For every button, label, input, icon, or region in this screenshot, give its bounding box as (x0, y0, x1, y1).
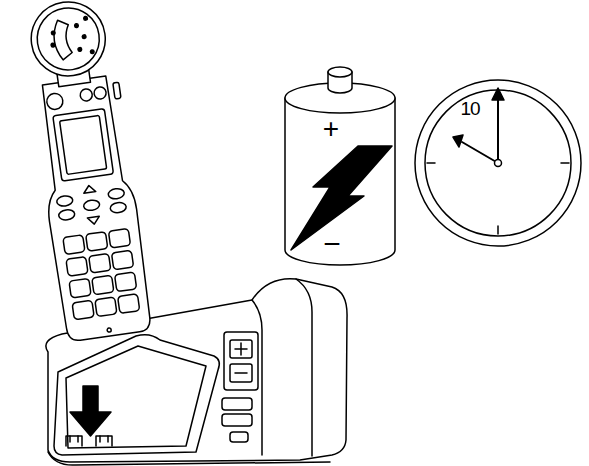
charging-base-part (296, 279, 312, 456)
handset-part (93, 86, 107, 100)
handset-part (52, 19, 73, 61)
handset-part (53, 109, 114, 182)
handset-part (33, 4, 103, 74)
earpiece-holes-part (82, 35, 86, 39)
minus-sign: − (323, 229, 341, 259)
handset-part (26, 0, 110, 81)
down-arrow (70, 386, 111, 436)
handset-part (87, 216, 100, 225)
keypad-part (115, 272, 137, 292)
keypad-part (89, 253, 111, 273)
down-arrow-part (70, 412, 111, 436)
base-buttons-part (230, 340, 252, 358)
earpiece-holes (48, 16, 94, 59)
handset-part (107, 328, 112, 333)
base-buttons-part (222, 398, 252, 410)
plus-sign: + (323, 115, 339, 143)
base-buttons-part (235, 343, 247, 355)
base-buttons (222, 332, 258, 442)
keypad-part (92, 275, 114, 295)
charging-base-part (66, 346, 206, 448)
charging-contacts-part (66, 436, 82, 446)
handset-part (46, 92, 64, 110)
base-buttons-part (222, 414, 252, 426)
keypad-part (72, 300, 94, 320)
base-buttons-part (230, 432, 248, 442)
earpiece-holes-part (51, 31, 55, 35)
handset-part (79, 88, 93, 102)
keypad-part (69, 278, 91, 298)
clock-icon-part (415, 80, 581, 246)
keypad-part (86, 232, 108, 252)
charging-contacts-part (70, 436, 108, 442)
keypad-part (111, 250, 133, 270)
clock-icon-part (462, 142, 498, 163)
earpiece-holes-part (78, 47, 82, 51)
charging-contacts-part (96, 436, 112, 446)
keypad-part (95, 297, 117, 317)
down-arrow-part (83, 386, 98, 414)
keypad-part (63, 235, 85, 255)
handset-part (108, 188, 125, 200)
handset-part (58, 209, 75, 221)
keypad-part (66, 257, 88, 277)
handset-part (31, 74, 154, 342)
handset-part (56, 195, 73, 207)
clock-icon-part (425, 90, 571, 236)
clock-icon (415, 80, 581, 246)
clock-icon-part (492, 88, 504, 100)
battery-icon-part (328, 67, 352, 77)
clock-icon-part (495, 160, 502, 167)
handset-part (113, 82, 121, 99)
earpiece-holes-part (74, 24, 78, 28)
earpiece-holes-part (51, 43, 55, 47)
battery-icon (285, 67, 395, 265)
handset-part (83, 199, 100, 211)
handset-part (110, 202, 127, 214)
earpiece-holes-part (84, 16, 88, 20)
earpiece-holes-part (90, 50, 94, 54)
charging-contacts (66, 436, 112, 446)
charging-base-part (46, 279, 347, 462)
base-buttons-part (230, 364, 252, 382)
keypad-part (118, 294, 140, 314)
keypad-part (108, 228, 130, 248)
handset (20, 0, 154, 342)
charging-base-part (48, 452, 330, 465)
base-buttons-part (224, 332, 258, 390)
clock-number: 10 (460, 99, 479, 118)
handset-part (83, 185, 96, 194)
keypad (63, 228, 140, 319)
charging-base (46, 279, 347, 465)
charging-base-part (54, 335, 219, 455)
clock-icon-part (497, 96, 499, 163)
clock-icon-part (427, 92, 569, 234)
clock-icon-part (453, 135, 463, 147)
base-buttons-part (235, 372, 247, 374)
battery-icon-part (285, 98, 395, 265)
handset-part (60, 115, 107, 174)
battery-icon-part (291, 146, 392, 250)
